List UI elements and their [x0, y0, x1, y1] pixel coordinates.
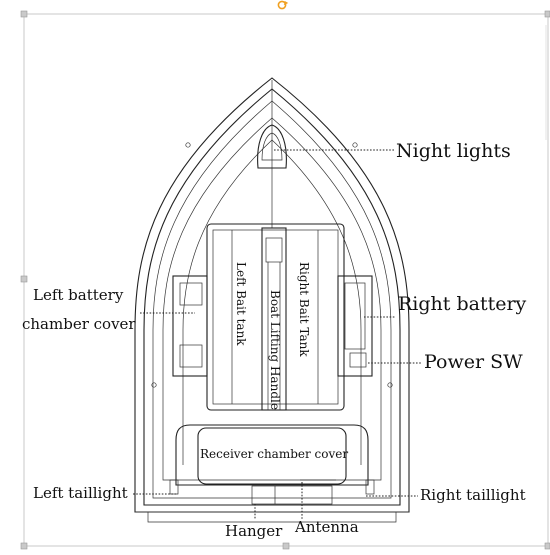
- rotate-handle-icon[interactable]: [277, 0, 289, 10]
- right-battery-chamber: [337, 275, 373, 377]
- receiver-chamber-cover: [197, 427, 347, 485]
- power-switch: [349, 352, 367, 368]
- selection-frame: [20, 0, 550, 550]
- hull-rivet: [352, 142, 358, 148]
- label-receiver-chamber-cover: Receiver chamber cover: [200, 447, 348, 461]
- leader-lines: [133, 149, 422, 519]
- receiver-bay: [175, 424, 369, 486]
- hull-rivet: [185, 142, 191, 148]
- night-light: [257, 124, 287, 169]
- hull-rivet: [151, 382, 157, 388]
- left-battery-latch: [179, 344, 203, 368]
- right-taillight: [365, 479, 375, 495]
- hull-rivet: [387, 382, 393, 388]
- label-power-sw: Power SW: [424, 351, 523, 373]
- label-left-taillight: Left taillight: [33, 484, 128, 502]
- label-night-lights: Night lights: [396, 140, 511, 162]
- right-battery-box: [337, 275, 373, 377]
- handle-grip: [265, 237, 283, 263]
- hull-outer: [134, 77, 410, 513]
- resize-handle-top-left[interactable]: [20, 10, 28, 18]
- night-light-lens: [257, 124, 287, 169]
- resize-handle-top-right[interactable]: [544, 10, 550, 18]
- label-antenna: Antenna: [294, 518, 359, 536]
- label-right-battery: Right battery: [398, 293, 527, 315]
- right-battery-cell: [344, 282, 366, 350]
- label-left-battery: Left battery: [33, 286, 124, 304]
- resize-handle-bottom[interactable]: [282, 542, 290, 550]
- left-taillight: [169, 479, 179, 495]
- resize-handle-bottom-left[interactable]: [20, 542, 28, 550]
- receiver-chamber: [169, 424, 375, 505]
- label-hanger: Hanger: [225, 522, 283, 540]
- boat-hull: [134, 77, 410, 523]
- hanger-plate: [251, 485, 333, 505]
- label-right-taillight: Right taillight: [420, 486, 526, 504]
- left-battery-chamber: [172, 275, 208, 377]
- label-boat-lifting-handle: Boat Lifting Handle: [268, 290, 282, 410]
- label-left-bait-tank: Left Bait tank: [234, 262, 248, 346]
- resize-handle-left[interactable]: [20, 275, 28, 283]
- left-battery-latch: [179, 282, 203, 306]
- boat-lifting-handle: [261, 227, 287, 411]
- label-right-bait-tank: Right Bait Tank: [297, 262, 311, 357]
- left-battery-box: [172, 275, 208, 377]
- transom-plate: [147, 512, 397, 523]
- resize-handle-bottom-right[interactable]: [544, 542, 550, 550]
- label-left-battery-cover: chamber cover: [22, 315, 136, 333]
- night-light-inner: [261, 132, 283, 161]
